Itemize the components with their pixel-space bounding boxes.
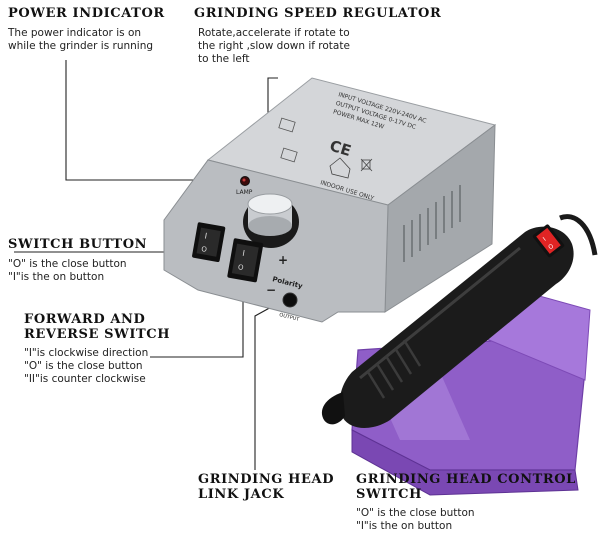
output-label: OUTPUT xyxy=(279,312,301,323)
lamp-label: LAMP xyxy=(236,189,253,196)
head-control-desc-2: "I"is the on button xyxy=(356,520,453,532)
forward-reverse-switch[interactable]: I O xyxy=(227,238,264,283)
house-icon xyxy=(329,157,351,179)
power-switch-i: I xyxy=(204,231,208,240)
forward-reverse-heading-2: REVERSE SWITCH xyxy=(24,327,171,342)
forward-reverse-desc-1: "I"is clockwise direction xyxy=(24,347,149,359)
speed-regulator-heading: GRINDING SPEED REGULATOR xyxy=(194,6,442,21)
speed-regulator-desc-2: the right ,slow down if rotate xyxy=(198,40,350,52)
link-jack[interactable] xyxy=(282,292,298,308)
warning-box-icon xyxy=(278,117,298,163)
power-switch-o: O xyxy=(201,245,208,254)
head-control-heading-2: SWITCH xyxy=(356,487,422,502)
forward-reverse-desc-2: "O" is the close button xyxy=(24,360,143,372)
ce-mark: CE xyxy=(328,137,354,160)
leader-power-indicator xyxy=(65,60,238,181)
power-indicator-desc-2: while the grinder is running xyxy=(8,40,154,52)
power-indicator-heading: POWER INDICATOR xyxy=(8,6,165,21)
power-switch[interactable]: I O xyxy=(192,222,226,262)
fr-switch-i: I xyxy=(242,249,246,258)
head-switch-o: O xyxy=(547,243,555,252)
head-control-heading-1: GRINDING HEAD CONTROL xyxy=(356,472,576,487)
head-control-desc-1: "O" is the close button xyxy=(356,507,475,519)
leader-link-jack xyxy=(254,299,285,470)
forward-reverse-heading-1: FORWARD AND xyxy=(24,312,146,327)
switch-button-heading: SWITCH BUTTON xyxy=(8,237,148,252)
fr-switch-o: O xyxy=(237,263,244,272)
head-switch-i: I xyxy=(542,236,548,243)
link-jack-heading-1: GRINDING HEAD xyxy=(198,472,335,487)
speed-regulator-desc-1: Rotate,accelerate if rotate to xyxy=(198,27,350,39)
switch-button-desc-1: "O" is the close button xyxy=(8,258,127,270)
speed-knob[interactable] xyxy=(243,193,299,248)
head-control-switch[interactable]: I O xyxy=(532,224,565,258)
control-box: INPUT VOLTAGE 220V-240V AC OUTPUT VOLTAG… xyxy=(163,77,497,323)
link-jack-heading-2: LINK JACK xyxy=(198,487,285,502)
speed-regulator-desc-3: to the left xyxy=(198,53,250,65)
plus-sign: + xyxy=(278,253,288,267)
grinder-handpiece: I O xyxy=(321,214,598,428)
minus-sign: − xyxy=(266,283,276,297)
power-indicator-desc-1: The power indicator is on xyxy=(8,27,142,39)
switch-button-desc-2: "I"is the on button xyxy=(8,271,105,283)
dustbin-icon xyxy=(360,158,373,172)
forward-reverse-desc-3: "II"is counter clockwise xyxy=(24,373,146,385)
box-vents xyxy=(403,185,461,262)
